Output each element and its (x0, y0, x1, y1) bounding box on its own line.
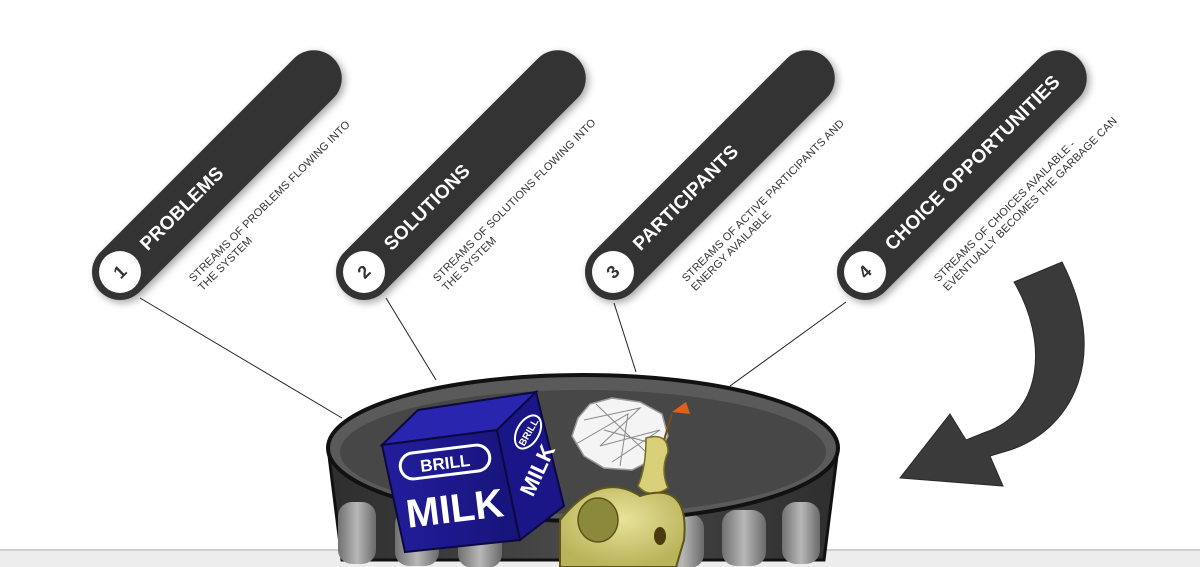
connector-line-1 (139, 297, 343, 419)
curved-arrow (899, 261, 1085, 487)
apple-core (559, 402, 690, 567)
connector-line-4 (729, 301, 847, 387)
connector-line-3 (613, 302, 637, 373)
milk-carton: BRILL MILK BRILL MILK (379, 390, 566, 554)
connector-line-2 (385, 297, 437, 381)
